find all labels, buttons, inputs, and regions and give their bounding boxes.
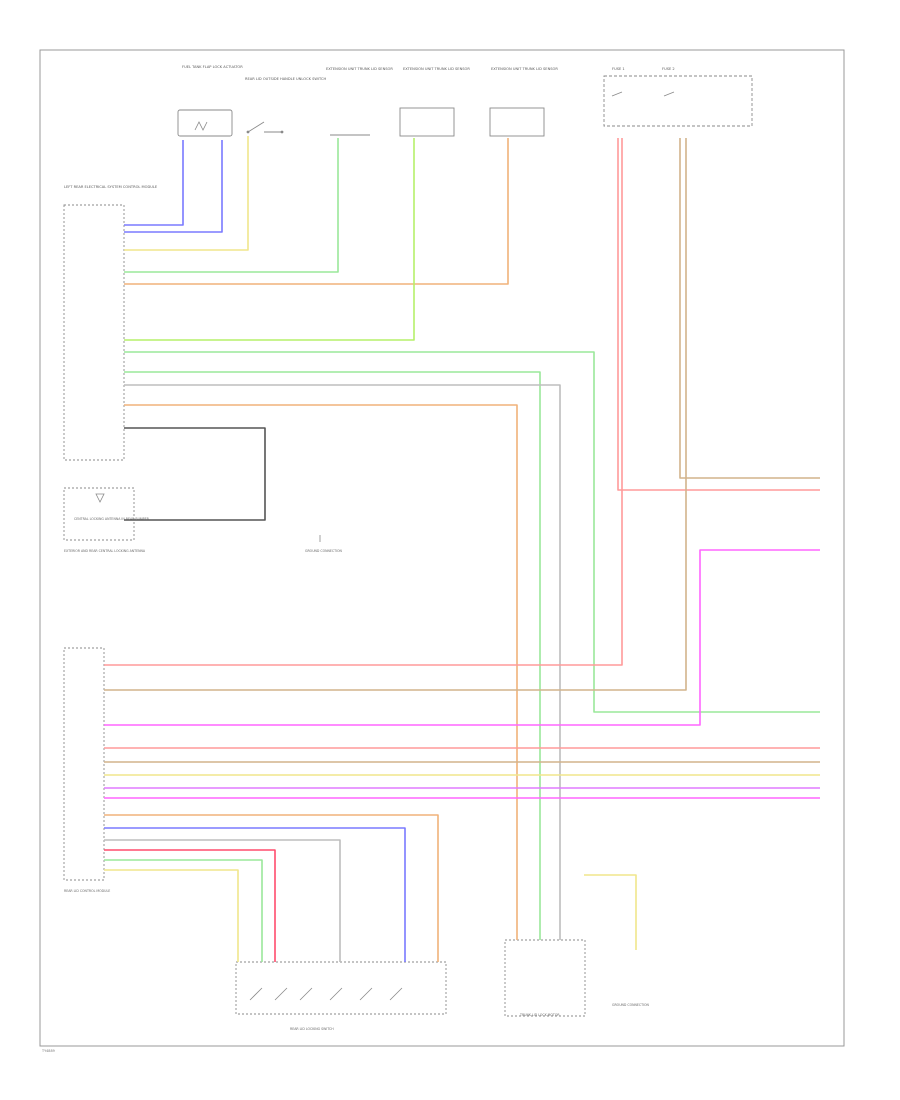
fuse2-label: FUSE 2 (662, 67, 675, 71)
rear-lid-switch-label: REAR LID OUTSIDE HANDLE UNLOCK SWITCH (245, 77, 326, 81)
rear-lid-switch-component: REAR LID OUTSIDE HANDLE UNLOCK SWITCH (245, 77, 326, 134)
motor-module: TRUNK LID LOCK MOTOR (504, 939, 586, 1017)
wire-b5 (104, 859, 263, 962)
ground-mid-label: GROUND CONNECTION (305, 549, 343, 553)
wire-lid-a (124, 136, 249, 251)
motor-module-box (504, 939, 586, 1017)
trunk-sensor-left: EXTENSION UNIT TRUNK LID SENSOR (326, 67, 393, 136)
wire-fuel-b (124, 140, 223, 233)
fuel-tank-box (177, 109, 233, 137)
fuse-block-box (603, 75, 753, 127)
trunk-sensor-left-label: EXTENSION UNIT TRUNK LID SENSOR (326, 67, 393, 71)
wire-b2 (104, 827, 406, 962)
wire-blk (124, 427, 266, 521)
wire-mag (104, 549, 820, 726)
antenna-caption: EXTERIOR AND REAR CENTRAL LOCKING ANTENN… (64, 549, 146, 553)
trunk-sensor-right-box (489, 107, 545, 137)
ground-bottom: GROUND CONNECTION (612, 1003, 650, 1007)
rear-lid-module: REAR LID CONTROL MODULE (63, 647, 110, 893)
wire-b3 (104, 839, 341, 962)
wire-motor-gnd (584, 874, 637, 950)
wire-sens-r (124, 138, 509, 285)
switch-bottom-label: REAR LID LOCKING SWITCH (290, 1027, 334, 1031)
fuse-block: FUSE 1 FUSE 2 (603, 67, 753, 127)
wire-pink-fuse (617, 138, 820, 491)
left-rear-module: LEFT REAR ELECTRICAL SYSTEM CONTROL MODU… (63, 185, 158, 461)
switch-bottom-box (235, 961, 447, 1015)
fuse1-label: FUSE 1 (612, 67, 625, 71)
wire-pink-2 (104, 138, 623, 666)
trunk-sensor-mid: EXTENSION UNIT TRUNK LID SENSOR (399, 67, 470, 137)
diagram-code: TY4889 (41, 1049, 55, 1053)
wire-group (104, 136, 820, 962)
trunk-sensor-right-label: EXTENSION UNIT TRUNK LID SENSOR (491, 67, 558, 71)
wire-sens-m (124, 138, 415, 341)
antenna-label: CENTRAL LOCKING ANTENNA IN REAR BUMPER (74, 517, 150, 521)
trunk-sensor-mid-box (399, 107, 455, 137)
wire-b4 (104, 849, 276, 962)
trunk-sensor-right: EXTENSION UNIT TRUNK LID SENSOR (489, 67, 558, 137)
wire-g1 (124, 351, 820, 713)
rear-lid-module-box (63, 647, 105, 881)
wire-b6 (104, 869, 239, 962)
wire-tan-2 (104, 138, 687, 691)
ground-mid: GROUND CONNECTION (305, 535, 343, 553)
left-rear-module-box (63, 204, 125, 461)
wire-g2 (124, 371, 541, 940)
ground-bottom-label: GROUND CONNECTION (612, 1003, 650, 1007)
wire-g3 (124, 384, 561, 940)
antenna-box (63, 487, 135, 541)
rear-lid-module-label: REAR LID CONTROL MODULE (64, 889, 110, 893)
wire-b1 (104, 814, 439, 962)
fuel-tank-component: FUEL TANK FLAP LOCK ACTUATOR (177, 65, 243, 137)
fuel-tank-label: FUEL TANK FLAP LOCK ACTUATOR (182, 65, 243, 69)
antenna-component: CENTRAL LOCKING ANTENNA IN REAR BUMPER E… (63, 487, 150, 553)
trunk-sensor-mid-label: EXTENSION UNIT TRUNK LID SENSOR (403, 67, 470, 71)
wire-tan-fuse (679, 138, 820, 479)
wire-sens-l (124, 138, 339, 273)
switch-bottom: REAR LID LOCKING SWITCH (235, 961, 447, 1031)
wire-fuel-a (124, 140, 184, 226)
motor-module-label: TRUNK LID LOCK MOTOR (519, 1013, 560, 1017)
diagram-frame (39, 49, 845, 1047)
left-rear-module-label: LEFT REAR ELECTRICAL SYSTEM CONTROL MODU… (64, 185, 158, 189)
